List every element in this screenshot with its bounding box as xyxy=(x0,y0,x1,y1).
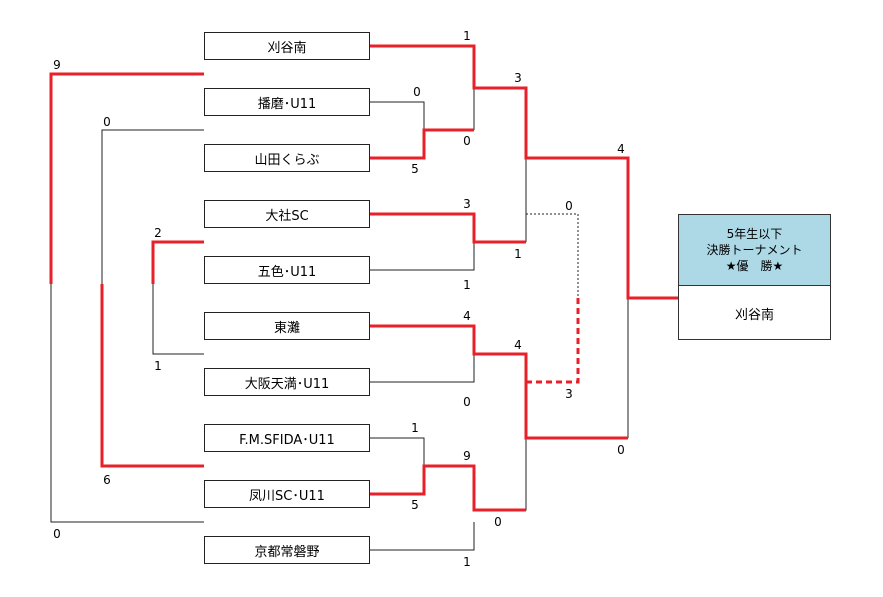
score-sf-higashinada: 4 xyxy=(514,338,522,352)
champion-heading-line3: ★優 勝★ xyxy=(725,259,784,273)
score-pk-higashinada: 3 xyxy=(565,387,573,401)
score-r2-kariya: 1 xyxy=(463,29,471,43)
score-sf-kariya: 3 xyxy=(514,71,522,85)
score-r2-taisha: 3 xyxy=(463,197,471,211)
champion-heading-line2: 決勝トーナメント xyxy=(706,243,803,257)
score-r1-harima: 0 xyxy=(413,85,421,99)
team-fm-sfida-u11: F.M.SFIDA･U11 xyxy=(204,424,370,452)
team-yamada-club: 山田くらぶ xyxy=(204,144,370,172)
winning-paths xyxy=(49,44,678,512)
champion-team: 刈谷南 xyxy=(734,308,774,323)
score-final-higashinada: 0 xyxy=(617,443,625,457)
score-cons-a: 9 xyxy=(53,58,61,72)
champion-heading-line1: 5年生以下 xyxy=(726,227,783,241)
team-harima-u11: 播磨･U11 xyxy=(204,88,370,116)
team-osaka-tenma-u11: 大阪天満･U11 xyxy=(204,368,370,396)
score-r2-higashinada: 4 xyxy=(463,309,471,323)
score-pk-taisha: 0 xyxy=(565,199,573,213)
score-r2-kusugawa: 9 xyxy=(463,449,471,463)
champion-box: 5年生以下 決勝トーナメント ★優 勝★ 刈谷南 xyxy=(678,214,831,340)
score-r2-yamada: 0 xyxy=(463,134,471,148)
score-r2-goshiki: 1 xyxy=(463,278,471,292)
losing-paths xyxy=(50,46,629,551)
score-r1-fm: 1 xyxy=(411,421,419,435)
score-r2-kyoto: 1 xyxy=(463,555,471,569)
team-kusugawa-sc-u11: 凤川SC･U11 xyxy=(204,480,370,508)
score-sf-taisha: 1 xyxy=(514,247,522,261)
score-final-kariya: 4 xyxy=(617,142,625,156)
score-cons-f: 6 xyxy=(103,473,111,487)
champion-header: 5年生以下 決勝トーナメント ★優 勝★ xyxy=(679,215,830,286)
team-kyoto-tokiwano: 京都常磐野 xyxy=(204,536,370,564)
score-r1-kusugawa: 5 xyxy=(411,498,419,512)
score-sf-kyoto: 0 xyxy=(494,515,502,529)
score-cons-c: 2 xyxy=(154,226,162,240)
score-cons-d: 1 xyxy=(154,359,162,373)
score-cons-e: 0 xyxy=(103,115,111,129)
team-kariyaminami: 刈谷南 xyxy=(204,32,370,60)
team-higashinada: 東灘 xyxy=(204,312,370,340)
team-taisha-sc: 大社SC xyxy=(204,200,370,228)
score-r2-osaka: 0 xyxy=(463,395,471,409)
team-goshiki-u11: 五色･U11 xyxy=(204,256,370,284)
score-cons-b: 0 xyxy=(53,527,61,541)
score-r1-yamada: 5 xyxy=(411,162,419,176)
